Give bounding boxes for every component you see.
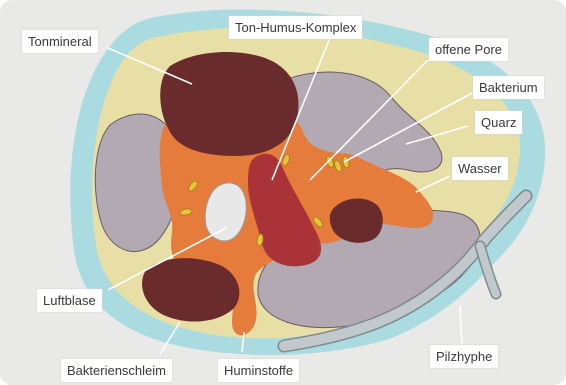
clay-mineral-large (160, 52, 298, 156)
label-offene-pore: offene Pore (429, 38, 508, 61)
label-huminstoffe: Huminstoffe (218, 359, 299, 382)
label-bakterienschleim: Bakterienschleim (61, 359, 172, 382)
label-luftblase: Luftblase (37, 289, 102, 312)
label-quarz: Quarz (475, 111, 522, 134)
leader-pilzhyphe (460, 306, 462, 344)
label-tonmineral: Tonmineral (22, 30, 98, 53)
label-ton-humus-komplex: Ton-Humus-Komplex (229, 16, 362, 39)
label-bakterium: Bakterium (473, 76, 544, 99)
label-pilzhyphe: Pilzhyphe (430, 345, 498, 368)
label-wasser: Wasser (452, 157, 508, 180)
